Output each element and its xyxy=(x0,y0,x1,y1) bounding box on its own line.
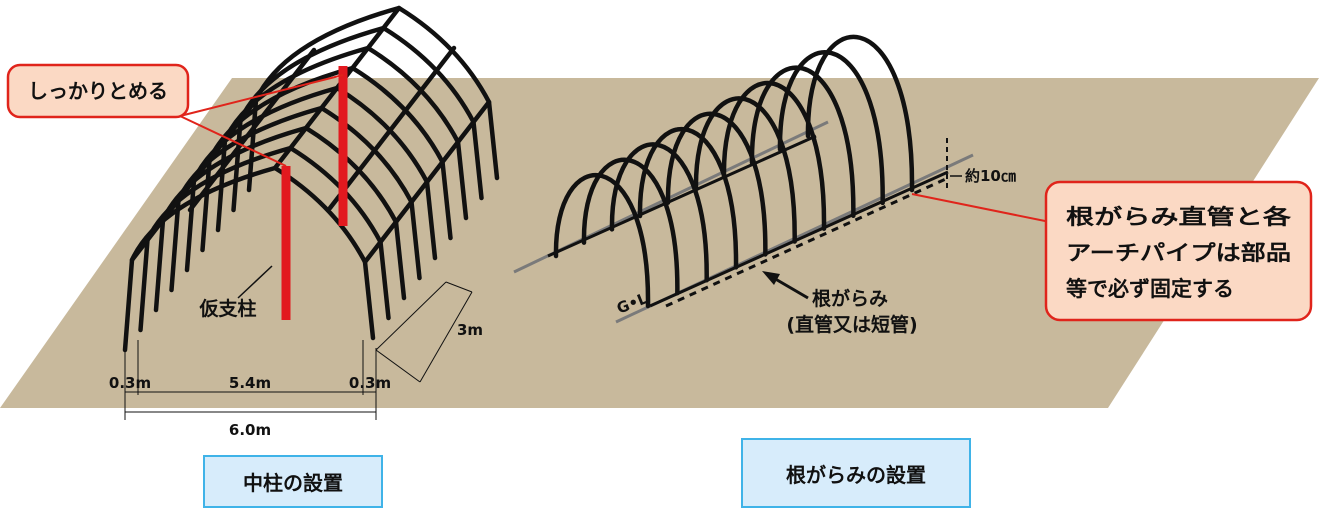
left-eave-beam xyxy=(129,97,259,263)
negarami-label: 根がらみ xyxy=(812,287,888,310)
depth-label: 3m xyxy=(457,321,483,339)
right-purlin xyxy=(327,45,457,211)
negarami-arrowhead xyxy=(762,271,780,285)
caption-negarami: 根がらみの設置 xyxy=(741,438,971,508)
dim-mid-label: 5.4m xyxy=(229,374,271,392)
arch-pipe xyxy=(581,157,680,296)
callout-bubble-secure xyxy=(6,63,190,119)
dim-right-label: 0.3m xyxy=(349,374,391,392)
dim-total-label: 6.0m xyxy=(229,421,271,439)
callout-bubble-fix xyxy=(1044,180,1313,322)
callout-pointer xyxy=(179,74,344,117)
arch-pipe xyxy=(609,142,709,283)
ground-plane xyxy=(0,78,1319,408)
arch-pipe xyxy=(805,34,915,193)
dimension-lines xyxy=(124,281,473,420)
callout-fix-line2: アーチパイプは部品 xyxy=(1066,241,1291,265)
negarami-pipe-back xyxy=(547,134,817,258)
callout-fix-line1: 根がらみ直管と各 xyxy=(1066,205,1292,229)
post-label-pointer xyxy=(237,265,273,299)
temporary-post-label: 仮支柱 xyxy=(198,297,256,320)
arch-pipe xyxy=(693,96,797,244)
arch-pipe xyxy=(665,111,768,257)
dim-left-label: 0.3m xyxy=(109,374,151,392)
arch-pipe xyxy=(637,126,739,270)
arch-pipe xyxy=(553,172,651,309)
callout-secure-text: しっかりとめる xyxy=(28,79,168,103)
callout-pointer-right xyxy=(911,193,1051,223)
caption-center-post: 中柱の設置 xyxy=(203,455,383,508)
arch-pipe xyxy=(777,50,885,206)
tunnel-arches xyxy=(553,34,915,309)
left-greenhouse xyxy=(122,5,500,353)
ridge-beam xyxy=(272,5,402,171)
left-purlin xyxy=(187,47,317,213)
callout-fix-line3: 等で必ず固定する xyxy=(1066,277,1234,301)
negarami-pipe-front xyxy=(649,170,949,308)
callout-pointer xyxy=(179,115,287,167)
height-label: 約10㎝ xyxy=(965,167,1016,185)
negarami-arrow xyxy=(771,275,809,300)
arch-pipe xyxy=(721,80,827,231)
right-eave-beam xyxy=(362,99,492,265)
negarami-sub-label: (直管又は短管) xyxy=(786,313,917,336)
arch-pipe xyxy=(749,65,856,219)
